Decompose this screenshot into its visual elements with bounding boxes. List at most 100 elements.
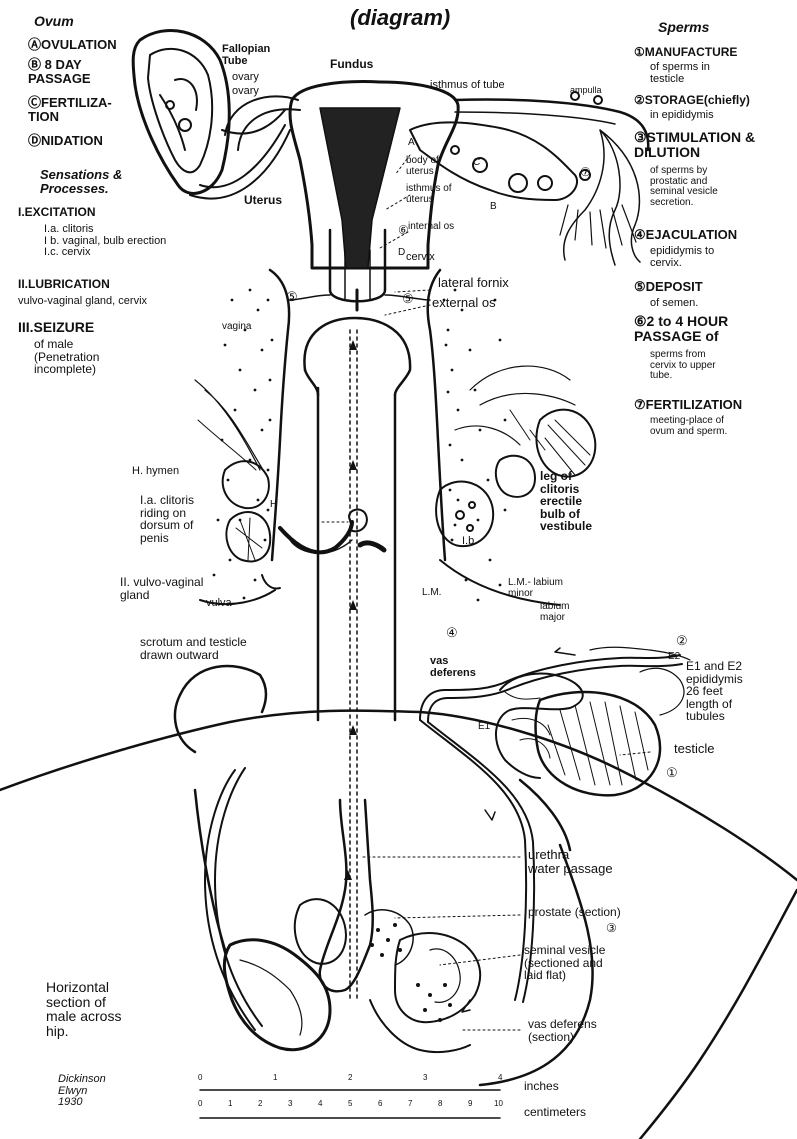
diagram-title: (diagram) bbox=[350, 6, 450, 29]
sperm-step-1-title: ①MANUFACTURE bbox=[634, 46, 737, 59]
ovum-item-ovulation: ⒶOVULATION bbox=[28, 38, 117, 52]
sperm-step-2-text: in epididymis bbox=[650, 110, 714, 122]
cm-tick-7: 7 bbox=[408, 1100, 412, 1108]
label-ovary-1: ovary bbox=[232, 72, 259, 84]
inch-tick-4: 4 bbox=[498, 1074, 502, 1082]
circle-7: ⑦ bbox=[580, 166, 591, 179]
label-horizontal-section: Horizontal section of male across hip. bbox=[46, 980, 121, 1039]
inch-tick-3: 3 bbox=[423, 1074, 427, 1082]
circle-3: ③ bbox=[606, 922, 617, 935]
ovum-item-fertilization: ⒸFERTILIZA- TION bbox=[28, 96, 112, 123]
tube-drawing bbox=[410, 92, 648, 265]
circle-2: ② bbox=[676, 634, 688, 648]
cm-tick-8: 8 bbox=[438, 1100, 442, 1108]
label-labium-minor: L.M.- labium minor bbox=[508, 578, 563, 599]
stipple-right bbox=[443, 289, 507, 602]
label-ovary-2: ovary bbox=[232, 86, 259, 98]
label-ampulla: ampulla bbox=[570, 86, 602, 95]
sperm-step-6-text: sperms from cervix to upper tube. bbox=[650, 350, 716, 382]
label-fundus: Fundus bbox=[330, 58, 373, 71]
lubrication-text: vulvo-vaginal gland, cervix bbox=[18, 296, 147, 308]
vulva-structures-left bbox=[195, 380, 384, 604]
sperm-step-2-title: ②STORAGE(chiefly) bbox=[634, 94, 750, 107]
body-outline bbox=[0, 666, 797, 1139]
label-hymen: H. hymen bbox=[132, 466, 179, 478]
label-fallopian-tube: Fallopian Tube bbox=[222, 44, 270, 67]
sperm-step-4-title: ④EJACULATION bbox=[634, 228, 737, 242]
sperm-step-7-title: ⑦FERTILIZATION bbox=[634, 398, 742, 412]
marker-b: B bbox=[490, 202, 497, 213]
label-scrotum: scrotum and testicle drawn outward bbox=[140, 636, 247, 661]
label-testicle: testicle bbox=[674, 742, 714, 756]
inch-tick-1: 1 bbox=[273, 1074, 277, 1082]
label-external-os: external os bbox=[432, 296, 496, 310]
label-lm-mark: L.M. bbox=[422, 588, 441, 599]
cm-tick-5: 5 bbox=[348, 1100, 352, 1108]
sperm-step-3-title: ③STIMULATION & DILUTION bbox=[634, 130, 755, 159]
cm-tick-10: 10 bbox=[494, 1100, 503, 1108]
label-centimeters: centimeters bbox=[524, 1106, 586, 1119]
label-e2: E2 bbox=[668, 652, 680, 663]
label-prostate: prostate (section) bbox=[528, 906, 621, 919]
circle-4: ④ bbox=[446, 626, 458, 640]
inch-tick-0: 0 bbox=[198, 1074, 202, 1082]
label-vas-section: vas deferens (section) bbox=[528, 1018, 597, 1043]
sperm-step-5-title: ⑤DEPOSIT bbox=[634, 280, 703, 294]
circle-1: ① bbox=[666, 766, 678, 780]
seizure-text: of male (Penetration incomplete) bbox=[34, 338, 99, 376]
cm-tick-1: 1 bbox=[228, 1100, 232, 1108]
marker-a: A bbox=[408, 138, 415, 149]
label-labium-major: labium major bbox=[540, 602, 569, 623]
sperms-heading: Sperms bbox=[658, 20, 709, 35]
sperm-step-4-text: epididymis to cervix. bbox=[650, 246, 714, 269]
cm-tick-3: 3 bbox=[288, 1100, 292, 1108]
sperm-step-5-text: of semen. bbox=[650, 298, 698, 310]
label-epididymis: E1 and E2 epididymis 26 feet length of t… bbox=[686, 660, 743, 723]
label-clitoris: I.a. clitoris riding on dorsum of penis bbox=[140, 494, 194, 544]
circle-6: ⑥ bbox=[398, 224, 409, 237]
marker-c: C bbox=[473, 158, 480, 169]
seizure-title: III.SEIZURE bbox=[18, 320, 94, 335]
label-h-mark: H bbox=[270, 500, 277, 511]
label-cervix: cervix bbox=[406, 252, 435, 264]
label-body-uterus: body of uterus bbox=[406, 156, 439, 177]
label-uterus: Uterus bbox=[244, 194, 282, 207]
sperm-step-1-text: of sperms in testicle bbox=[650, 62, 710, 85]
circle-5a: ⑤ bbox=[286, 290, 298, 304]
label-e1: E1 bbox=[478, 722, 490, 733]
label-vas-deferens: vas deferens bbox=[430, 656, 476, 679]
label-leg-clitoris: leg of clitoris erectile bulb of vestibu… bbox=[540, 470, 592, 533]
stipple-left bbox=[213, 289, 274, 600]
inch-tick-2: 2 bbox=[348, 1074, 352, 1082]
urethra-path bbox=[350, 330, 357, 1000]
label-ib-mark: I.b bbox=[462, 536, 474, 548]
label-seminal-vesicle: seminal vesicle (sectioned and laid flat… bbox=[524, 944, 605, 982]
ovum-item-passage: Ⓑ 8 DAY PASSAGE bbox=[28, 58, 91, 85]
cm-tick-9: 9 bbox=[468, 1100, 472, 1108]
pelvic-fill bbox=[370, 923, 452, 1022]
sperm-step-7-text: meeting-place of ovum and sperm. bbox=[650, 416, 727, 437]
cm-tick-0: 0 bbox=[198, 1100, 202, 1108]
sperm-step-3-text: of sperms by prostatic and seminal vesic… bbox=[650, 166, 718, 208]
lubrication-title: II.LUBRICATION bbox=[18, 278, 110, 291]
label-vulva: vulva bbox=[206, 598, 232, 610]
excitation-items: I.a. clitoris I b. vaginal, bulb erectio… bbox=[44, 224, 166, 259]
signature: Dickinson Elwyn 1930 bbox=[58, 1074, 106, 1109]
label-vagina: vagina bbox=[222, 322, 251, 333]
cm-tick-6: 6 bbox=[378, 1100, 382, 1108]
excitation-title: I.EXCITATION bbox=[18, 206, 96, 219]
label-vulvo-vaginal: II. vulvo-vaginal gland bbox=[120, 576, 203, 601]
pelvic-section bbox=[224, 800, 480, 1052]
label-urethra: urethra water passage bbox=[528, 848, 613, 875]
ovum-item-nidation: ⒹNIDATION bbox=[28, 134, 103, 148]
sensations-heading: Sensations & Processes. bbox=[40, 168, 122, 195]
ovum-heading: Ovum bbox=[34, 14, 74, 29]
label-internal-os: internal os bbox=[408, 222, 454, 233]
label-isthmus-uterus: isthmus of uterus bbox=[406, 184, 452, 205]
label-lateral-fornix: lateral fornix bbox=[438, 276, 509, 290]
sperm-step-6-title: ⑥2 to 4 HOUR PASSAGE of bbox=[634, 314, 728, 343]
vas-deferens bbox=[205, 655, 682, 1030]
testicle-drawing bbox=[496, 647, 690, 795]
cm-tick-4: 4 bbox=[318, 1100, 322, 1108]
